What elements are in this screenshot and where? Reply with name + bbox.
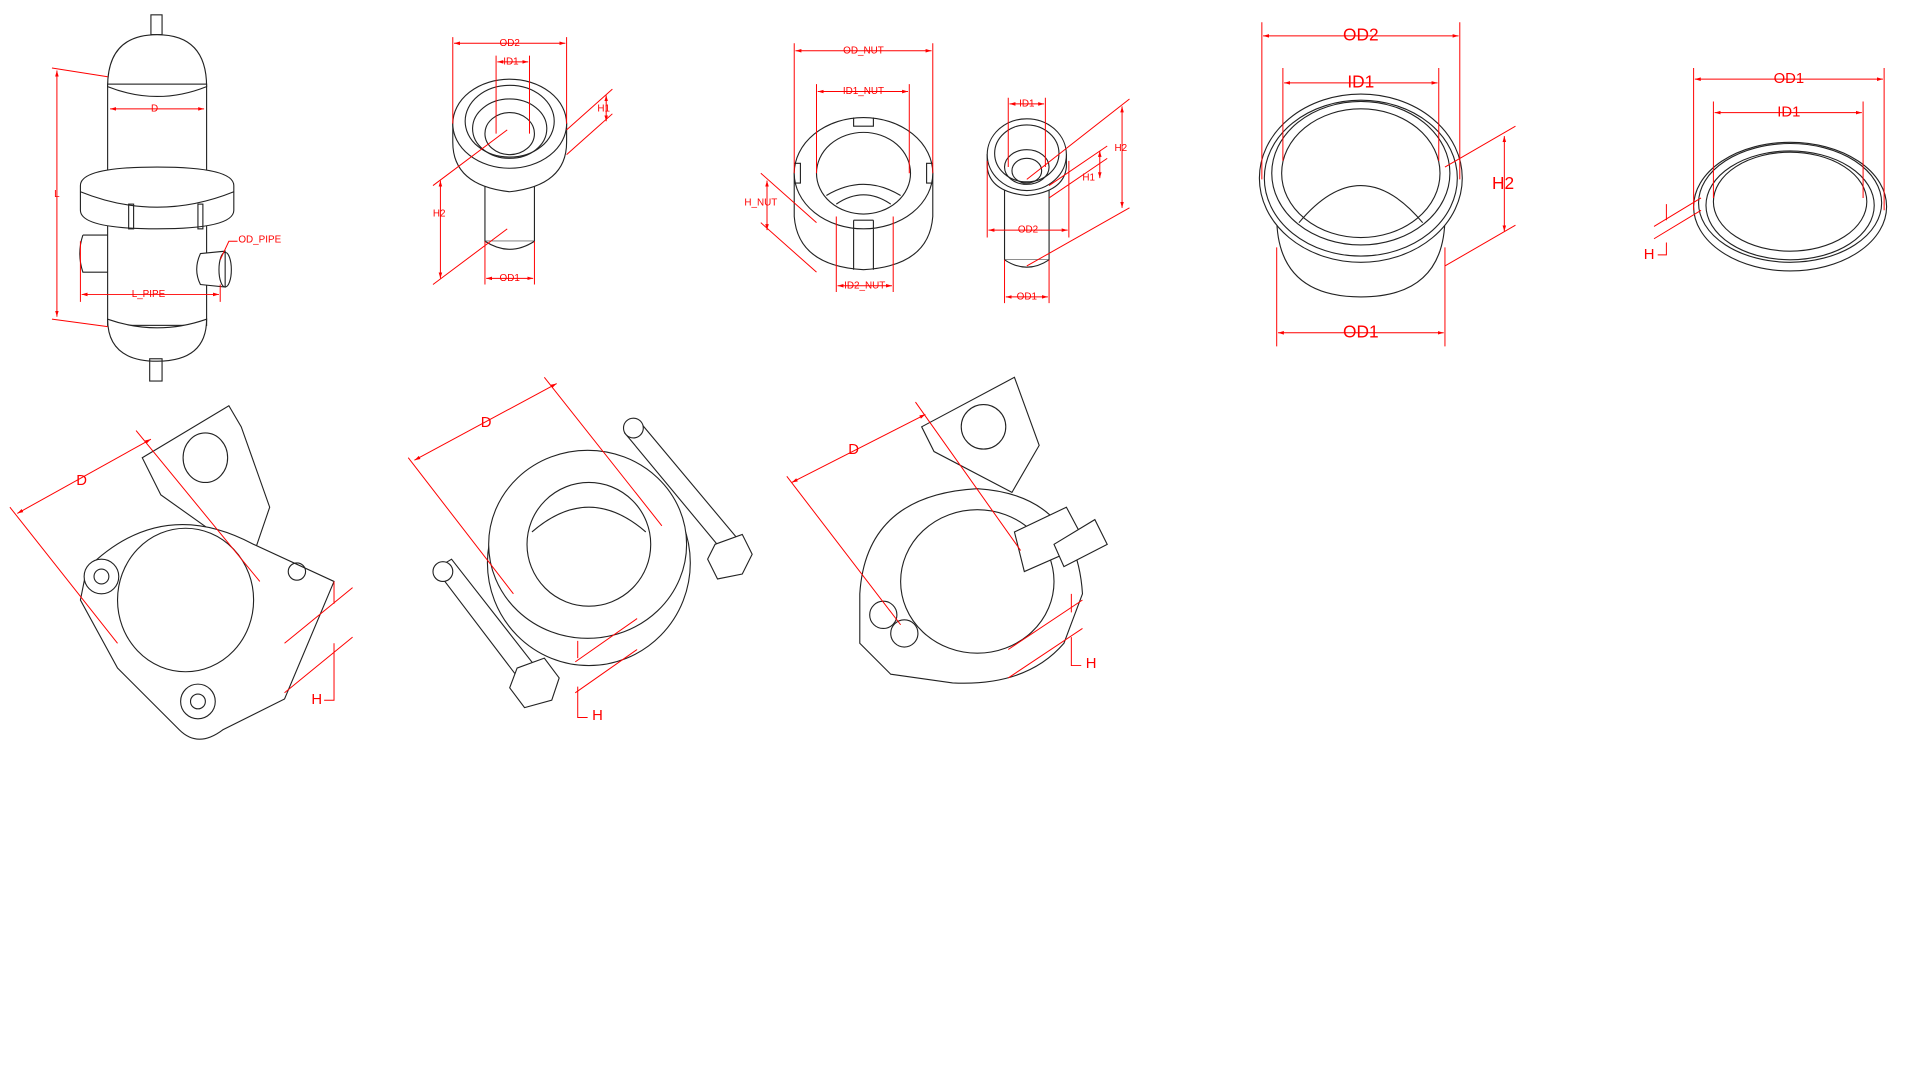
clamp-1-drawing: D H [9, 405, 353, 740]
dim-label-mini-od2: OD2 [1018, 225, 1038, 236]
clamp-2-drawing: D H [407, 377, 753, 724]
mini-ferrule-drawing: ID1 H2 H1 OD2 OD1 [986, 97, 1130, 304]
dim-label-l-pipe: L_PIPE [132, 289, 166, 300]
dim-label-clamp1-d: D [76, 473, 87, 489]
dim-label-id1: ID1 [503, 56, 519, 67]
dim-label-od2: OD2 [500, 38, 520, 49]
dim-label-clamp3-d: D [848, 442, 859, 458]
dim-label-large-h2: H2 [1492, 173, 1514, 193]
dim-label-mini-h2: H2 [1115, 143, 1128, 154]
dim-label-clamp2-d: D [481, 415, 492, 431]
dim-label-clamp3-h: H [1086, 656, 1097, 672]
dim-label-id1-nut: ID1_NUT [843, 86, 884, 97]
filter-vessel-drawing: D L L_PIPE OD_PIPE [51, 14, 282, 382]
dim-label-gasket-h: H [1644, 247, 1655, 263]
dim-label-od-pipe: OD_PIPE [238, 235, 281, 246]
gasket-drawing: OD1 ID1 H [1644, 68, 1888, 272]
dim-label-gasket-id1: ID1 [1777, 104, 1800, 120]
dim-label-mini-od1: OD1 [1017, 292, 1038, 303]
dim-label-od1: OD1 [500, 273, 521, 284]
nut-drawing: OD_NUT ID1_NUT H_NUT ID2_NUT [744, 43, 934, 292]
large-ferrule-drawing: OD2 ID1 H2 OD1 [1258, 22, 1516, 347]
dim-label-d: D [151, 103, 158, 114]
dim-label-mini-id1: ID1 [1019, 99, 1035, 110]
dim-label-large-od1: OD1 [1343, 321, 1379, 341]
ferrule-drawing: OD2 ID1 H1 H2 OD1 [432, 37, 613, 285]
dim-label-l: L [54, 189, 60, 200]
dim-label-h1: H1 [597, 103, 610, 114]
clamp-3-drawing: D H [786, 376, 1108, 684]
dim-label-mini-h1: H1 [1082, 173, 1095, 184]
dim-label-id2-nut: ID2_NUT [844, 280, 885, 291]
dim-label-od-nut: OD_NUT [843, 45, 884, 56]
dim-label-h2: H2 [433, 209, 446, 220]
dim-label-large-id1: ID1 [1347, 71, 1374, 91]
dim-label-h-nut: H_NUT [744, 197, 777, 208]
dim-label-clamp1-h: H [311, 692, 322, 708]
dim-label-large-od2: OD2 [1343, 24, 1379, 44]
dim-label-clamp2-h: H [592, 708, 603, 724]
dim-label-gasket-od1: OD1 [1774, 71, 1805, 87]
